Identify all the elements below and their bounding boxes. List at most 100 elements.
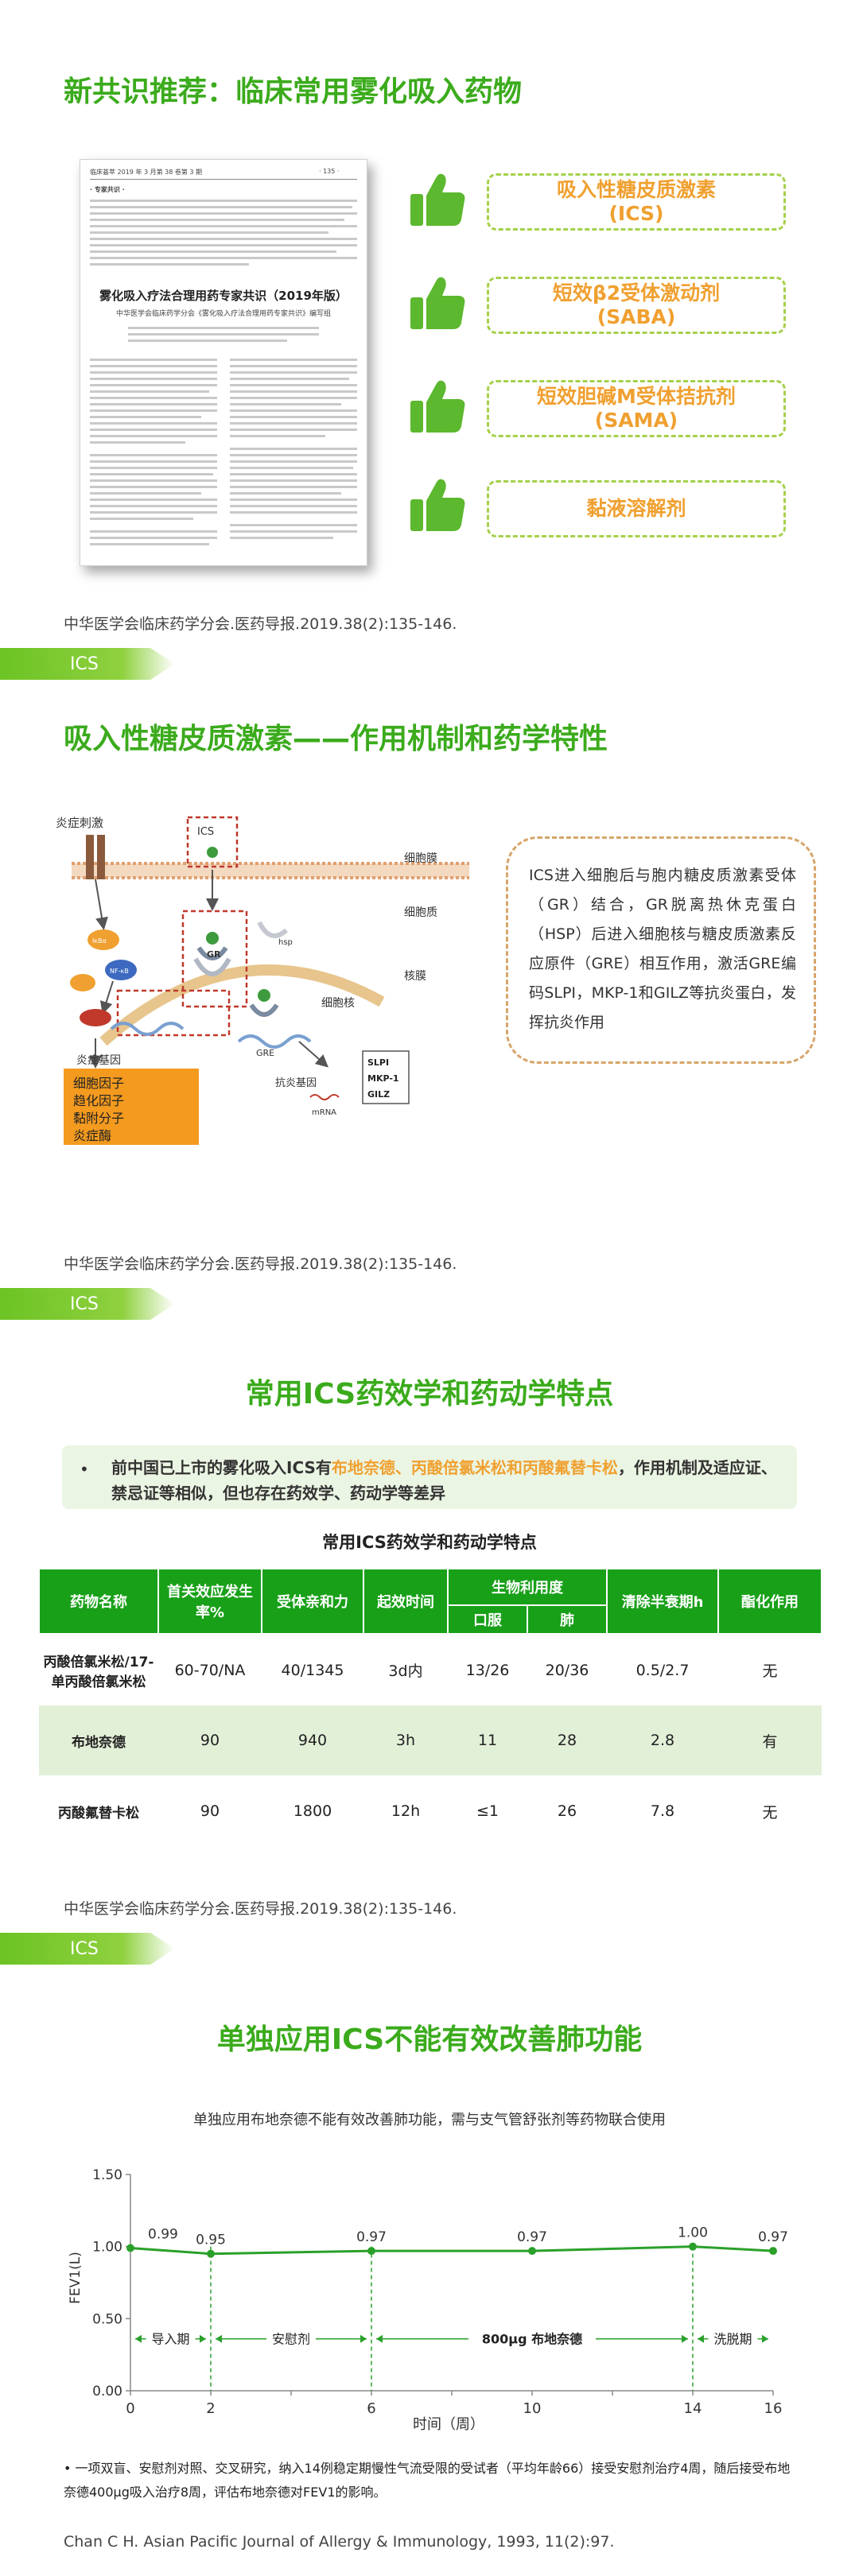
note-bullet: • — [64, 2461, 76, 2476]
header-oral: 口服 — [447, 1604, 528, 1635]
x-tick-label: 2 — [206, 2400, 215, 2417]
cell-onset: 3h — [363, 1705, 448, 1775]
label-membrane: 细胞膜 — [404, 852, 437, 865]
section2-title: 吸入性糖皮质激素——作用机制和药学特性 — [64, 723, 608, 755]
paper-column: · 专家共识 · — [90, 186, 125, 193]
cell-lung: 20/36 — [545, 1661, 589, 1679]
y-tick-label: 0.50 — [92, 2311, 122, 2327]
phase-label: 安慰剂 — [272, 2332, 310, 2347]
header-drug-name: 药物名称 — [38, 1568, 159, 1635]
section3-title: 常用ICS药效学和药动学特点 — [245, 1378, 614, 1410]
gr-box — [181, 910, 248, 1008]
thumbs-up-icon — [410, 277, 465, 329]
data-label: 0.99 — [148, 2226, 178, 2242]
header-lung: 肺 — [527, 1604, 608, 1635]
label-ikb: IκBα — [92, 937, 107, 945]
membrane-receptor — [86, 835, 94, 879]
cell-onset: 3d内 — [388, 1662, 423, 1680]
inflammatory-products-box — [64, 1069, 199, 1145]
cell-half-life: 7.8 — [650, 1802, 675, 1820]
cell-half-life: 2.8 — [607, 1705, 718, 1775]
anti-product-item: SLPI — [367, 1057, 389, 1068]
study-note: • 一项双盲、安慰剂对照、交叉研究，纳入14例稳定期慢性气流受限的受试者（平均年… — [64, 2457, 795, 2504]
section-tag: ICS — [0, 1288, 175, 1320]
drug-sama: 短效胆碱M受体拮抗剂 (SAMA) — [487, 380, 786, 437]
cell-membrane — [72, 862, 469, 879]
drug-ics: 吸入性糖皮质激素 (ICS) — [487, 173, 786, 231]
cell-esterification: 无 — [762, 1803, 778, 1821]
label-cytoplasm: 细胞质 — [404, 906, 437, 919]
paper-title: 雾化吸入疗法合理用药专家共识（2019年版） — [99, 289, 348, 303]
cell-drug-name: 丙酸氟替卡松 — [58, 1805, 139, 1821]
cell-oral: ≤1 — [476, 1802, 499, 1820]
header-onset: 起效时间 — [363, 1568, 449, 1635]
y-axis-label: FEV1(L) — [68, 2252, 84, 2304]
label-mrna: mRNA — [312, 1108, 336, 1117]
paper-header: 临床荟萃 2019 年 3 月第 38 卷第 3 期 — [90, 169, 203, 176]
cell-esterification: 有 — [718, 1705, 822, 1775]
y-tick-label: 1.00 — [92, 2240, 122, 2256]
nfkb-protein — [105, 960, 137, 980]
section4-title: 单独应用ICS不能有效改善肺功能 — [216, 2023, 643, 2056]
cell-onset: 12h — [391, 1802, 421, 1820]
product-item: 细胞因子 — [73, 1076, 124, 1091]
paper-thumbnail: 临床荟萃 2019 年 3 月第 38 卷第 3 期 · 135 · · 专家共… — [80, 159, 367, 566]
product-item: 黏附分子 — [73, 1111, 124, 1126]
label-nfkb: NF-κB — [110, 968, 129, 975]
label-nucleus: 细胞核 — [321, 997, 355, 1010]
cell-lung: 28 — [527, 1705, 607, 1775]
x-tick-label: 10 — [523, 2400, 542, 2417]
chart-subtitle: 单独应用布地奈德不能有效改善肺功能，需与支气管舒张剂等药物联合使用 — [193, 2112, 666, 2128]
drug-saba-name: 短效β2受体激动剂 — [552, 281, 721, 305]
cell-half-life: 0.5/2.7 — [636, 1661, 690, 1679]
bullet-text: 前中国已上市的雾化吸入ICS有布地奈德、丙酸倍氯米松和丙酸氟替卡松，作用机制及适… — [111, 1455, 787, 1506]
table-row: 丙酸倍氯米松/17-单丙酸倍氯米松 60-70/NA 40/1345 3d内 1… — [39, 1634, 822, 1705]
header-bioavailability: 生物利用度 — [447, 1568, 608, 1606]
drug-ics-name: 吸入性糖皮质激素 — [556, 178, 716, 201]
thumbs-up-icon — [410, 479, 465, 531]
drug-saba-abbr: (SABA) — [597, 305, 676, 328]
phase-arrowhead — [682, 2334, 688, 2343]
section-tag: ICS — [0, 1933, 175, 1965]
data-point — [769, 2247, 777, 2256]
cell-first-pass: 90 — [200, 1802, 220, 1820]
bullet-text-post: ，作用机制及适应证、禁忌证等相似，但也存在药效学、药动学等差异 — [111, 1458, 777, 1503]
x-tick-label: 0 — [126, 2400, 134, 2417]
data-label: 0.95 — [196, 2233, 226, 2248]
data-label: 0.97 — [517, 2229, 547, 2245]
drug-mucolytic: 黏液溶解剂 — [487, 480, 786, 537]
cell-lung: 26 — [557, 1802, 577, 1820]
note-text: 一项双盲、安慰剂对照、交叉研究，纳入14例稳定期慢性气流受限的受试者（平均年龄6… — [64, 2461, 791, 2500]
drug-ics-abbr: (ICS) — [608, 202, 664, 225]
source-citation: 中华医学会临床药学分会.医药导报.2019.38(2):135-146. — [64, 1255, 457, 1273]
x-tick-label: 14 — [684, 2400, 702, 2417]
x-axis-label: 时间（周） — [413, 2416, 484, 2433]
header-esterification: 酯化作用 — [717, 1568, 822, 1635]
ics-box — [186, 816, 239, 868]
thumbs-up-icon — [410, 173, 465, 226]
cell-esterification: 无 — [762, 1662, 778, 1680]
mechanism-description: ICS进入细胞后与胞内糖皮质激素受体（GR）结合，GR脱离热休克蛋白（HSP）后… — [506, 836, 816, 1064]
label-gre: GRE — [256, 1048, 274, 1058]
phase-arrowhead — [376, 2334, 383, 2343]
ics-comparison-table: 药物名称 首关效应发生率% 受体亲和力 起效时间 生物利用度 清除半衰期h 酯化… — [38, 1568, 822, 1847]
source-citation: 中华医学会临床药学分会.医药导报.2019.38(2):135-146. — [64, 1900, 457, 1918]
data-label: 0.97 — [356, 2229, 387, 2245]
table-row: 布地奈德 90 940 3h 11 28 2.8 有 — [39, 1705, 822, 1775]
hsp-protein — [257, 921, 289, 939]
y-tick-label: 1.50 — [92, 2167, 122, 2183]
data-label: 0.97 — [758, 2229, 788, 2245]
header-half-life: 清除半衰期h — [606, 1568, 719, 1635]
phase-arrowhead — [698, 2334, 704, 2343]
table-row: 丙酸氟替卡松 90 1800 12h ≤1 26 7.8 无 — [39, 1775, 822, 1847]
ics-molecule — [207, 847, 218, 858]
cell-drug-name: 丙酸倍氯米松/17-单丙酸倍氯米松 — [43, 1654, 154, 1690]
cell-affinity: 1800 — [293, 1802, 332, 1820]
data-point — [528, 2247, 536, 2256]
label-anti-gene: 抗炎基因 — [275, 1077, 317, 1089]
drug-sama-name: 短效胆碱M受体拮抗剂 — [537, 385, 736, 408]
x-tick-label: 16 — [764, 2400, 783, 2417]
